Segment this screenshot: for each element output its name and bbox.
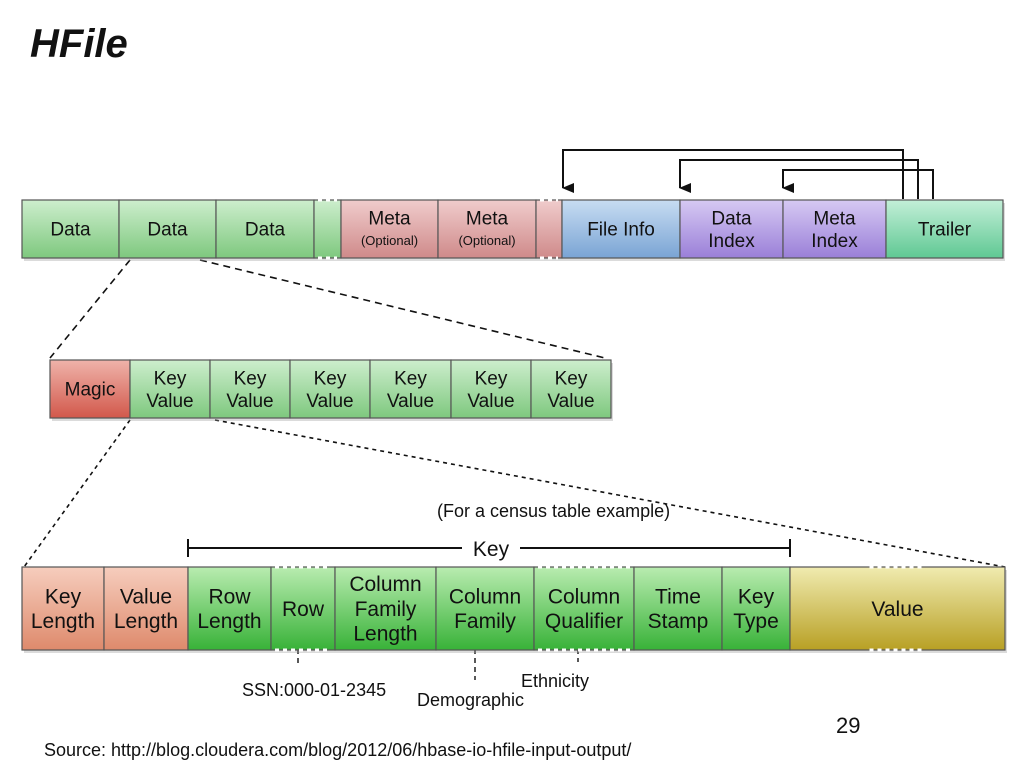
block-file-info: File Info: [561, 199, 682, 261]
trailer-pointer-arrows: [562, 149, 934, 199]
zoom-line-data-right: [199, 259, 606, 359]
family-example-label: Demographic: [417, 690, 525, 710]
block-label: Key: [154, 368, 187, 389]
block-label: Length: [31, 610, 95, 633]
block-label: Row: [282, 598, 325, 621]
block-label: Key: [314, 368, 347, 389]
zoom-line-data-left: [49, 259, 131, 359]
block-label: Key: [555, 368, 588, 389]
block-label: Data: [147, 220, 188, 241]
block-label: Value: [547, 391, 594, 412]
block-label: Key: [394, 368, 427, 389]
block-meta-optional: Meta (Optional): [437, 199, 538, 261]
block-label: Value: [226, 391, 273, 412]
block-trailer: Trailer: [885, 199, 1005, 261]
block-label: Time: [655, 585, 701, 608]
data-block-row: MagicKeyValueKeyValueKeyValueKeyValueKey…: [49, 359, 613, 421]
block-label: Key: [738, 585, 775, 608]
key-bracket-label: Key: [473, 538, 510, 561]
block-label: Column: [548, 585, 620, 608]
block-gap: [313, 198, 343, 261]
block-label: File Info: [587, 220, 655, 241]
block-label: Index: [708, 231, 755, 252]
block-label: Value: [871, 598, 923, 621]
key-bracket: [187, 539, 791, 557]
block-label: Data: [50, 220, 91, 241]
block-label: Family: [355, 598, 417, 621]
block-label: Key: [475, 368, 508, 389]
block-label: Length: [353, 623, 417, 646]
block-label: Index: [811, 231, 858, 252]
continuation-dots: [318, 198, 337, 260]
keyvalue-row: KeyLengthValueLengthRowLengthRowColumnFa…: [21, 565, 1007, 653]
block-label: Stamp: [648, 610, 709, 633]
block-row: Row: [270, 565, 337, 653]
block-label: Magic: [65, 380, 116, 401]
block-gap: [535, 198, 564, 261]
block-label: Column: [349, 573, 421, 596]
block-meta-optional: Meta (Optional): [340, 199, 440, 261]
continuation-dots: [540, 198, 558, 260]
block-data: Data: [118, 199, 218, 261]
qualifier-example-label: Ethnicity: [521, 671, 590, 691]
slide-title: HFile: [30, 22, 128, 66]
block-label: Value: [387, 391, 434, 412]
block-label: Qualifier: [545, 610, 623, 633]
zoom-line-kv-right: [214, 419, 1006, 568]
block-value: Value: [789, 565, 1007, 653]
block-data: Data: [21, 199, 121, 261]
block-label: Length: [197, 610, 261, 633]
block-label: Row: [208, 585, 251, 608]
block-label: Family: [454, 610, 516, 633]
zoom-line-kv-left: [23, 419, 131, 568]
block-data: Data: [215, 199, 316, 261]
block-label: Type: [733, 610, 779, 633]
block-label: Value: [120, 585, 172, 608]
block-label: Value: [467, 391, 514, 412]
block-label: Trailer: [918, 220, 972, 241]
block-label: Key: [234, 368, 267, 389]
block-label: (Optional): [458, 233, 515, 248]
block-label: Meta: [466, 208, 509, 229]
block-label: Length: [114, 610, 178, 633]
page-number: 29: [836, 713, 861, 738]
arrow-to-meta-index: [782, 169, 934, 199]
block-label: Value: [306, 391, 353, 412]
row-example-label: SSN:000-01-2345: [242, 680, 387, 700]
block-label: Column: [449, 585, 521, 608]
census-note: (For a census table example): [437, 501, 671, 521]
block-magic: Magic: [49, 359, 132, 421]
arrow-to-data-index: [679, 159, 919, 199]
block-label: Key: [45, 585, 82, 608]
block-label: Value: [146, 391, 193, 412]
block-label: Data: [711, 208, 752, 229]
zoom-connectors: [23, 259, 1006, 568]
continuation-dots: [869, 565, 926, 652]
source-citation: Source: http://blog.cloudera.com/blog/20…: [44, 740, 632, 760]
block-label: (Optional): [361, 233, 418, 248]
continuation-dots: [275, 565, 331, 652]
block-label: Meta: [813, 208, 856, 229]
arrow-to-file-info: [562, 149, 904, 199]
block-label: Meta: [368, 208, 411, 229]
block-label: Data: [245, 220, 286, 241]
